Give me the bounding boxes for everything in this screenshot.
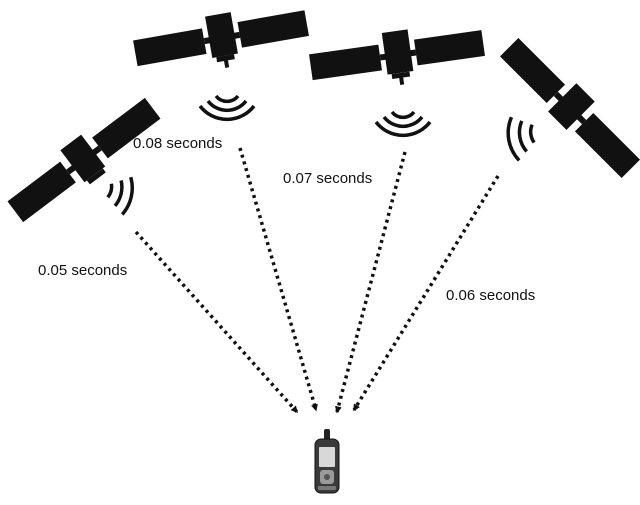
signal-waves-icon [374,110,432,138]
gps-receiver-icon [314,429,340,494]
signal-path-sat-3 [335,151,407,414]
signal-waves-icon [106,176,134,216]
delay-label-sat-3: 0.07 seconds [283,170,373,187]
delay-label-sat-1: 0.05 seconds [38,262,128,279]
signal-waves-icon [506,116,536,162]
delay-label-sat-2: 0.08 seconds [133,135,223,152]
satellite-icon [7,97,161,223]
delay-label-sat-4: 0.06 seconds [446,287,536,304]
signal-path-sat-1 [134,230,299,414]
signal-paths [134,147,500,414]
satellite-icon [133,10,309,68]
satellite-icon [309,29,485,85]
satellite-icon [499,37,640,179]
signal-waves-icon [198,94,256,122]
signal-path-sat-2 [238,147,318,412]
